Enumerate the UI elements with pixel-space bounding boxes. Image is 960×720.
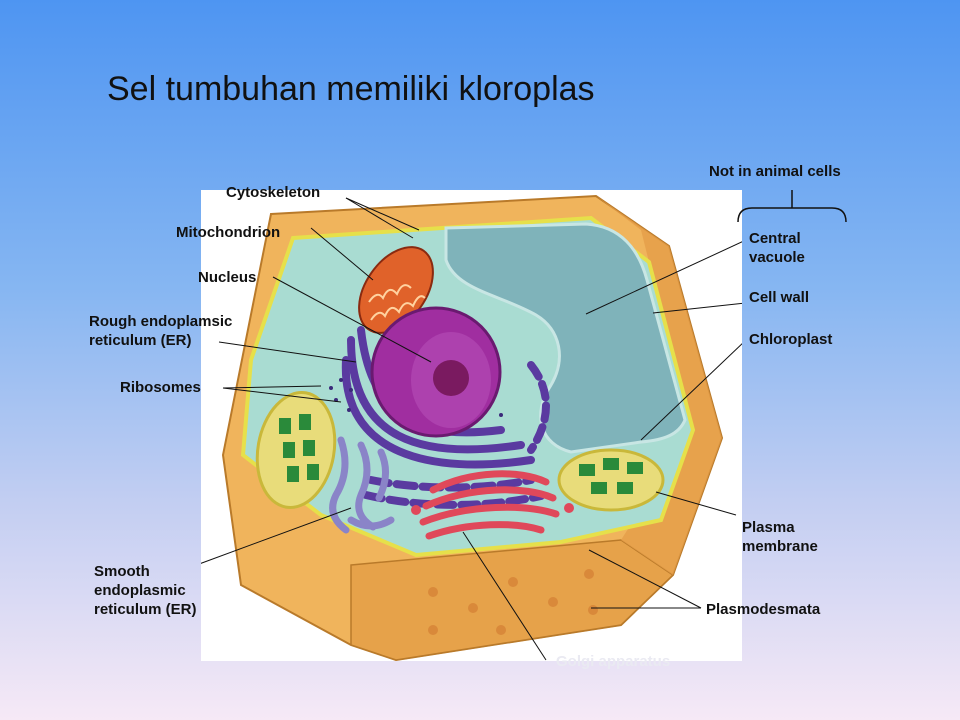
leader-lines (201, 197, 742, 661)
plant-cell-diagram (201, 194, 742, 661)
label-plasmodesmata: Plasmodesmata (706, 601, 821, 618)
label-cytoskeleton: Cytoskeleton (226, 184, 321, 201)
label-rough-er: Rough endoplamsic reticulum (ER) (89, 313, 233, 349)
label-mitochondrion: Mitochondrion (176, 224, 281, 241)
label-golgi-apparatus: Golgi apparatus (556, 653, 671, 670)
chloroplast-right (557, 448, 665, 512)
rough-er (341, 326, 550, 509)
golgi-apparatus (411, 470, 574, 540)
label-not-in-animal-cells: Not in animal cells (709, 163, 841, 180)
label-central-vacuole: Central vacuole (749, 230, 805, 266)
label-smooth-er: Smooth endoplasmic reticulum (ER) (94, 563, 197, 618)
not-in-animal-bracket (737, 190, 847, 223)
label-cell-wall: Cell wall (749, 289, 810, 306)
label-nucleus: Nucleus (198, 269, 257, 286)
label-ribosomes: Ribosomes (120, 379, 201, 396)
nucleus (370, 306, 502, 438)
smooth-er (329, 436, 395, 534)
slide-title: Sel tumbuhan memiliki kloroplas (107, 70, 595, 108)
label-plasma-membrane: Plasma membrane (742, 519, 818, 555)
figure-panel (201, 190, 742, 661)
chloroplast-left (255, 391, 337, 509)
label-chloroplast: Chloroplast (749, 331, 833, 348)
